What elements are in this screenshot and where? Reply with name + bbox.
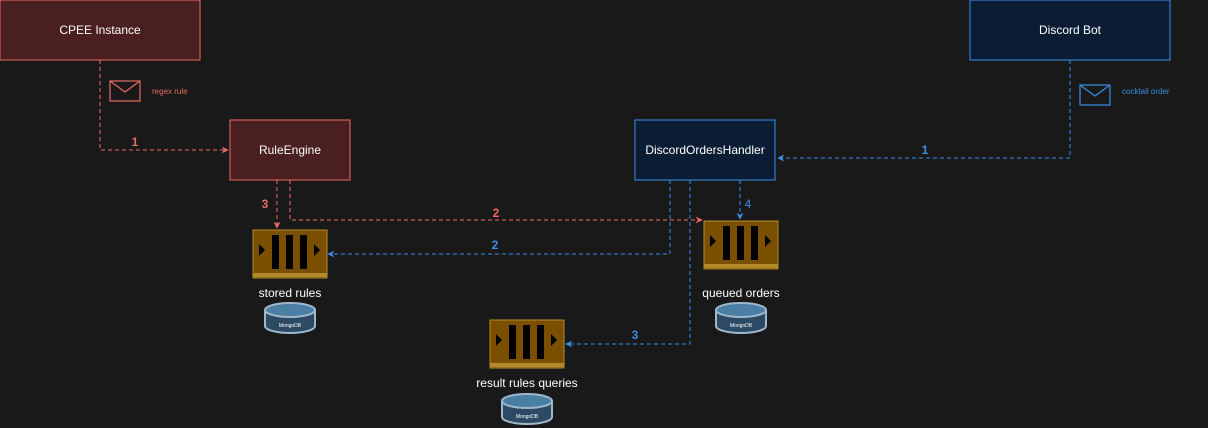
queue-label: stored rules [259, 286, 322, 300]
edge-handler-to-stored-rules [327, 180, 671, 258]
node-rule-engine[interactable]: RuleEngine [229, 119, 351, 181]
mail-icon [1079, 84, 1111, 106]
node-label: CPEE Instance [59, 23, 141, 37]
node-label: Discord Bot [1039, 23, 1102, 37]
db-label: MongoDB [279, 323, 302, 329]
edge-discordbot-to-handler [777, 60, 1071, 162]
node-label: RuleEngine [259, 143, 321, 157]
edge-label-cpee-engine: 1 [132, 135, 139, 149]
queue-icon [252, 229, 328, 279]
edge-label-engine-rules: 3 [262, 197, 269, 211]
queue-label: result rules queries [476, 376, 577, 390]
edge-label-handler-orders: 4 [745, 197, 752, 211]
mail-icon [109, 80, 141, 102]
queue-queued-orders[interactable]: queued orders MongoDB [702, 220, 780, 334]
node-discord-orders-handler[interactable]: DiscordOrdersHandler [634, 119, 776, 181]
edge-label-bot-handler: 1 [922, 143, 929, 157]
edge-label-handler-rules: 2 [492, 238, 499, 252]
node-discord-bot[interactable]: Discord Bot [969, 0, 1171, 61]
edge-label-engine-orders: 2 [493, 206, 500, 220]
queue-label: queued orders [702, 286, 779, 300]
node-cpee-instance[interactable]: CPEE Instance [0, 0, 201, 61]
message-label-regex-rule: regex rule [152, 87, 188, 96]
edge-cpee-to-ruleengine [99, 60, 229, 154]
queue-icon [489, 319, 565, 369]
queue-icon [703, 220, 779, 270]
edge-handler-to-result-queries [565, 180, 691, 348]
node-label: DiscordOrdersHandler [645, 143, 764, 157]
edge-label-handler-results: 3 [632, 328, 639, 342]
message-label-cocktail-order: cocktail order [1122, 87, 1170, 96]
db-label: MongoDB [516, 414, 539, 420]
db-label: MongoDB [730, 323, 753, 329]
queue-stored-rules[interactable]: stored rules MongoDB [252, 229, 328, 334]
queue-result-rules-queries[interactable]: result rules queries MongoDB [476, 319, 578, 425]
